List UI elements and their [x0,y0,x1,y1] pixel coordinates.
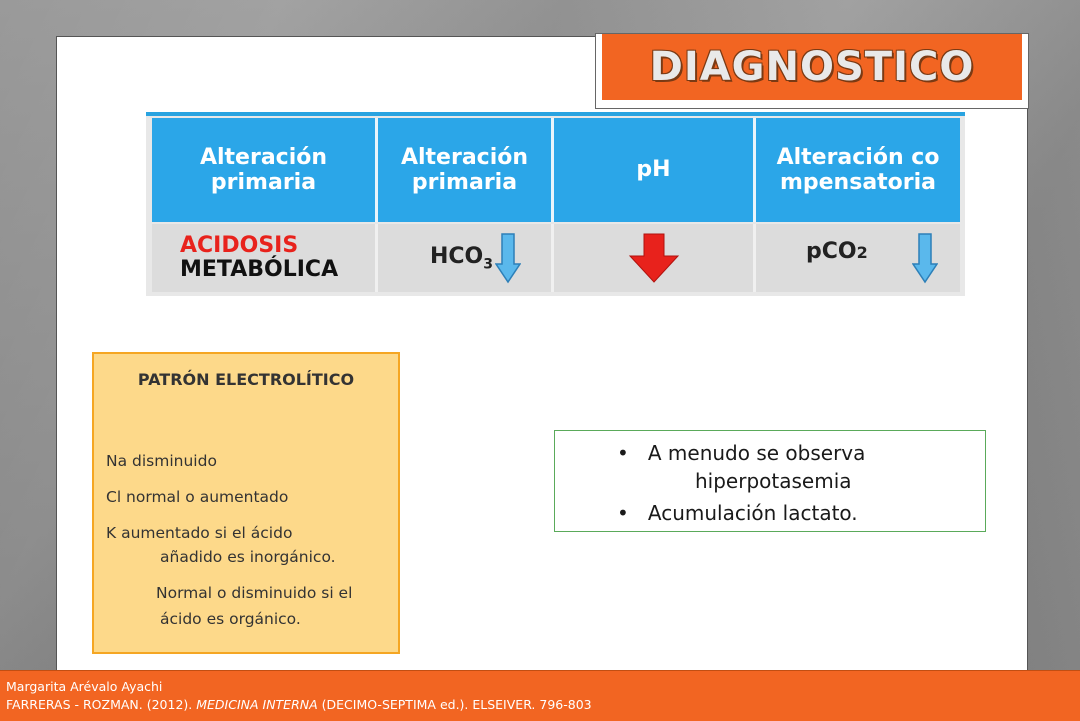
reference-prefix: FARRERAS - ROZMAN. (2012). [6,697,197,712]
cell-pco2: pCO2 [756,224,960,292]
panel-line-k-cont: añadido es inorgánico. [160,548,336,566]
table-data-row: ACIDOSIS METABÓLICA HCO3 pCO2 [152,224,960,292]
header-text: Alteración compensatoria [776,144,940,195]
header-cell-primary-1: Alteración primaria [152,118,378,222]
bullet-item: • A menudo se observa [617,441,866,465]
footer-bar: Margarita Arévalo Ayachi FARRERAS - ROZM… [0,670,1080,721]
cell-acidosis: ACIDOSIS METABÓLICA [152,224,378,292]
panel-line-cl: Cl normal o aumentado [106,488,289,506]
bullet-text: A menudo se observa [647,441,866,465]
bullet-text: Acumulación lactato. [647,501,858,525]
down-arrow-blue-icon [495,233,522,284]
hco3-subscript: 3 [483,256,494,273]
panel-line-normal: Normal o disminuido si el [156,584,353,602]
cell-ph [554,224,756,292]
header-text: Alteración primaria [199,144,328,195]
header-cell-primary-2: Alteración primaria [378,118,554,222]
title-frame: DIAGNOSTICO [595,33,1029,109]
header-text: pH [636,157,671,183]
header-text: Alteración primaria [400,144,529,195]
bullet-item-cont: hiperpotasemia [695,469,852,493]
acidosis-label: ACIDOSIS [180,232,299,258]
hco3-text: HCO [430,243,484,269]
header-cell-compensatory: Alteración compensatoria [756,118,960,222]
bullet-item: • Acumulación lactato. [617,501,858,525]
header-cell-ph: pH [554,118,756,222]
acid-base-table: Alteración primaria Alteración primaria … [146,112,965,296]
table-header-row: Alteración primaria Alteración primaria … [152,118,960,222]
footer-reference: FARRERAS - ROZMAN. (2012). MEDICINA INTE… [6,697,592,712]
hco3-formula: HCO3 [430,244,493,272]
pco2-subscript: 2 [856,242,868,262]
down-arrow-blue-icon [911,233,938,284]
down-arrow-red-icon [628,233,679,283]
footer-author: Margarita Arévalo Ayachi [6,679,163,694]
metabolica-label: METABÓLICA [180,257,339,282]
reference-title: MEDICINA INTERNA [196,697,318,712]
pco2-text: pCO [806,238,857,264]
panel-line-normal-cont: ácido es orgánico. [160,610,301,628]
slide-title: DIAGNOSTICO [649,44,975,90]
title-banner: DIAGNOSTICO [602,34,1022,100]
reference-suffix: (DECIMO-SEPTIMA ed.). ELSEIVER. 796-803 [317,697,592,712]
panel-line-k: K aumentado si el ácido [106,524,293,542]
electrolyte-pattern-panel: PATRÓN ELECTROLÍTICO Na disminuido Cl no… [92,352,400,654]
panel-title: PATRÓN ELECTROLÍTICO [137,370,355,389]
pco2-formula: pCO2 [806,239,868,264]
observations-box: • A menudo se observa hiperpotasemia • A… [554,430,986,532]
panel-line-na: Na disminuido [106,452,217,470]
table-top-line [146,112,965,116]
cell-hco3: HCO3 [378,224,554,292]
